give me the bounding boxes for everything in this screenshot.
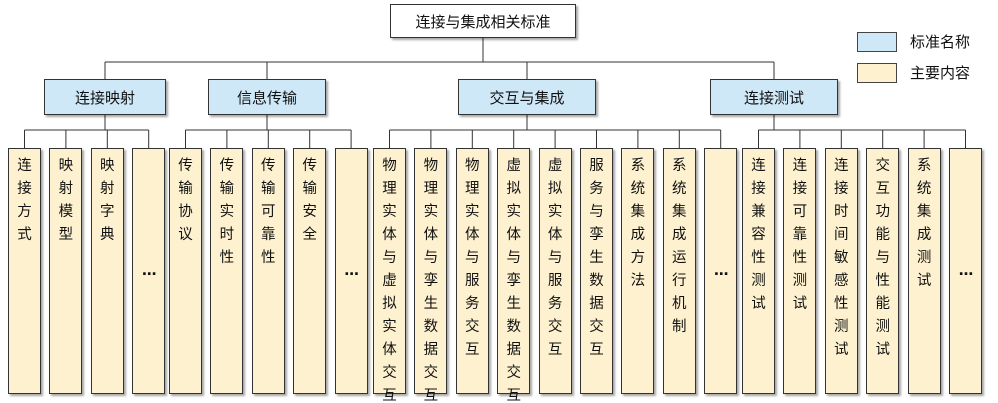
item-node: 系统集成方法 xyxy=(621,148,655,394)
item-node: 物理实体与虚拟实体交互 xyxy=(373,148,406,403)
root-node: 连接与集成相关标准 xyxy=(390,4,576,38)
item-label: 系统集成运行机制 xyxy=(672,158,687,335)
item-node: 传输可靠性 xyxy=(251,148,285,394)
category-label: 信息传输 xyxy=(236,88,297,107)
item-label: … xyxy=(713,263,728,279)
item-label: 系统集成方法 xyxy=(630,158,646,289)
category-node: 连接映射 xyxy=(44,79,166,115)
item-node-more: … xyxy=(334,148,368,394)
item-label: 连接时间敏感性测试 xyxy=(834,158,849,358)
legend-swatch-standard-name xyxy=(857,32,897,52)
item-node: 连接时间敏感性测试 xyxy=(824,148,858,394)
item-node: 服务与孪生数据交互 xyxy=(580,148,613,394)
item-node: 物理实体与孪生数据交互 xyxy=(414,148,448,403)
item-label: 传输实时性 xyxy=(219,158,235,266)
item-node: 系统集成测试 xyxy=(907,148,941,394)
item-node: 虚拟实体与服务交互 xyxy=(538,148,572,394)
legend-swatch-main-content xyxy=(857,63,897,83)
category-label: 连接测试 xyxy=(743,88,804,107)
item-node: 交互功能与性能测试 xyxy=(866,148,900,394)
item-label: 物理实体与孪生数据交互 xyxy=(423,158,439,403)
item-node: 物理实体与服务交互 xyxy=(455,148,489,394)
root-label: 连接与集成相关标准 xyxy=(415,12,551,31)
item-node: 系统集成运行机制 xyxy=(662,148,696,394)
item-label: 传输安全 xyxy=(302,158,317,243)
item-label: 交互功能与性能测试 xyxy=(875,158,890,358)
item-label: 连接方式 xyxy=(17,158,32,243)
item-label: 虚拟实体与孪生数据交互 xyxy=(506,158,521,403)
category-label: 连接映射 xyxy=(74,88,135,107)
item-node: 连接方式 xyxy=(8,148,41,394)
category-label: 交互与集成 xyxy=(489,88,565,107)
legend-label-standard-name: 标准名称 xyxy=(910,33,971,51)
category-node: 交互与集成 xyxy=(458,79,596,115)
item-label: 连接兼容性测试 xyxy=(751,158,766,312)
item-label: … xyxy=(141,263,156,279)
item-label: 虚拟实体与服务交互 xyxy=(547,158,563,358)
item-node: 连接兼容性测试 xyxy=(742,148,775,394)
item-node: 连接可靠性测试 xyxy=(783,148,817,394)
item-label: 传输可靠性 xyxy=(261,158,276,266)
item-label: 连接可靠性测试 xyxy=(792,158,808,312)
legend-label-main-content: 主要内容 xyxy=(910,64,971,82)
item-node-more: … xyxy=(949,148,982,394)
item-node-more: … xyxy=(704,148,738,394)
item-node: 传输协议 xyxy=(169,148,202,394)
item-label: … xyxy=(958,263,973,279)
item-node: 映射字典 xyxy=(90,148,124,394)
item-label: … xyxy=(344,263,358,279)
item-label: 物理实体与服务交互 xyxy=(465,158,480,358)
category-node: 信息传输 xyxy=(208,79,326,115)
item-label: 服务与孪生数据交互 xyxy=(589,158,604,358)
item-node: 映射模型 xyxy=(49,148,83,394)
item-label: 传输协议 xyxy=(178,158,193,243)
item-node: 虚拟实体与孪生数据交互 xyxy=(497,148,531,403)
item-node: 传输安全 xyxy=(293,148,327,394)
item-node-more: … xyxy=(132,148,166,394)
item-label: 系统集成测试 xyxy=(916,158,932,289)
item-label: 物理实体与虚拟实体交互 xyxy=(382,158,397,403)
item-node: 传输实时性 xyxy=(210,148,244,394)
item-label: 映射字典 xyxy=(100,158,115,243)
category-node: 连接测试 xyxy=(710,79,838,115)
item-label: 映射模型 xyxy=(58,158,74,243)
